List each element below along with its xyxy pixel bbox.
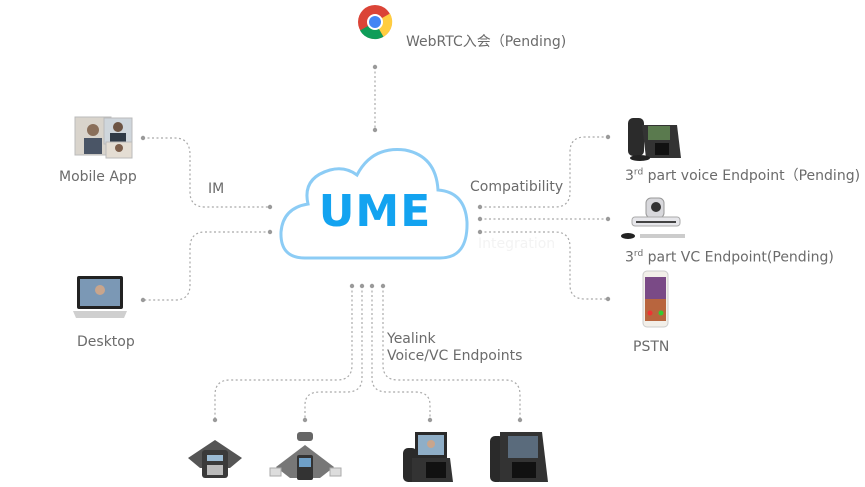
yealink-label-line2: Voice/VC Endpoints [387, 348, 523, 364]
im-label: IM [208, 181, 225, 197]
pstn-label: PSTN [633, 339, 670, 355]
integration-label: Integration [478, 236, 556, 252]
webrtc-label: WebRTC入会（Pending) [406, 34, 567, 50]
connector-bottom-2 [304, 286, 363, 420]
conference-phone-icon [188, 440, 242, 478]
third-party-vc-label: 3rd part VC Endpoint(Pending) [625, 249, 834, 266]
third-party-voice-label: 3rd part voice Endpoint（Pending) [625, 165, 860, 185]
desktop-label: Desktop [77, 334, 135, 350]
voice-label-text: part voice Endpoint（Pending) [643, 168, 861, 184]
video-phone-icon [403, 432, 453, 482]
voice-label-prefix: 3 [625, 168, 634, 184]
vc-label-sup: rd [633, 249, 644, 259]
vc-camera-icon [621, 197, 685, 239]
smartphone-icon [642, 270, 669, 328]
connector-mobile [143, 137, 270, 208]
desk-phone-icon [628, 118, 681, 161]
video-call-photos-icon [74, 116, 133, 159]
cloud-shape [279, 148, 469, 260]
chrome-icon [358, 5, 393, 40]
connector-bottom-1 [214, 286, 353, 420]
connector-voice [480, 136, 608, 208]
ume-title: UME [318, 186, 432, 237]
vc-label-text: part VC Endpoint(Pending) [643, 249, 834, 266]
connector-pstn [480, 231, 608, 300]
laptop-icon [73, 276, 127, 318]
mobile-app-label: Mobile App [59, 169, 137, 185]
conference-phone-with-camera-icon [269, 432, 342, 480]
compatibility-label: Compatibility [470, 179, 564, 195]
vc-label-prefix: 3 [625, 249, 634, 266]
voice-label-sup: rd [633, 167, 644, 178]
yealink-label-line1: Yealink [387, 331, 436, 347]
connector-desktop [143, 231, 270, 301]
touchscreen-phone-icon [490, 432, 548, 482]
